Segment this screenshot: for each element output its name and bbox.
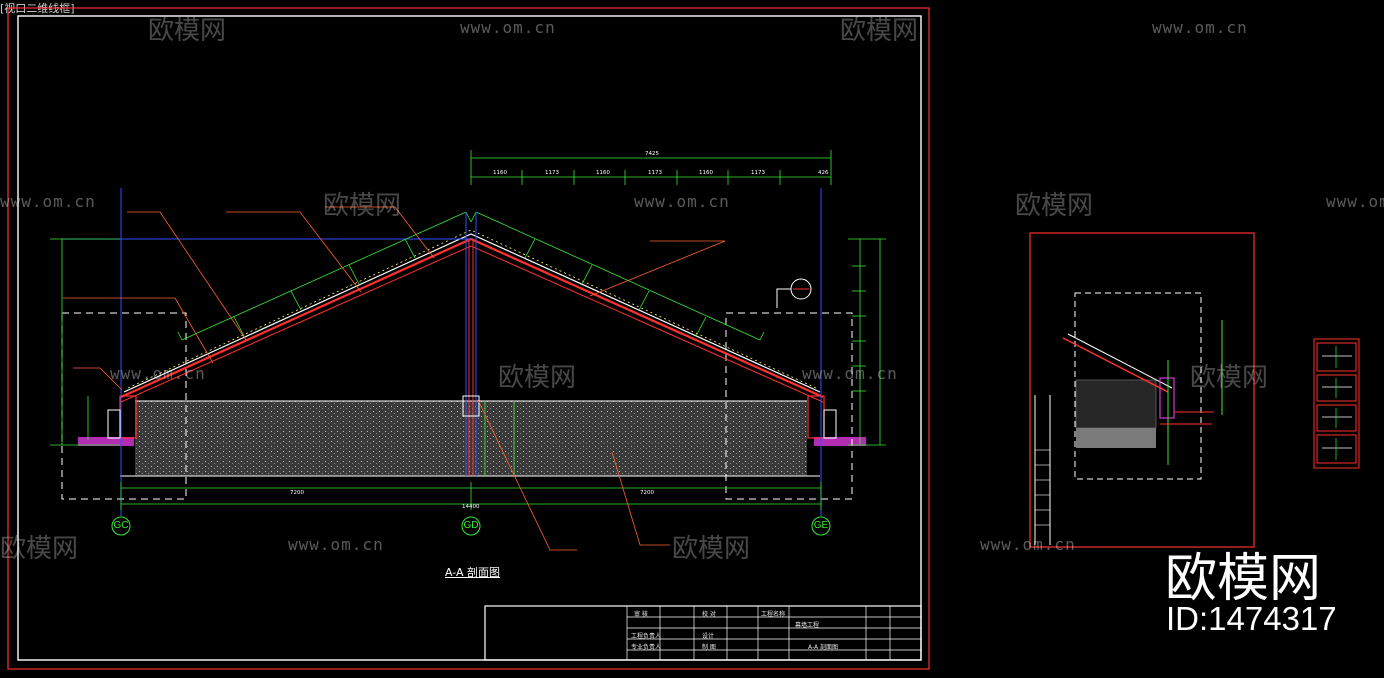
- section-title: A-A 剖面图: [445, 566, 501, 579]
- title-block-cell: 设计: [702, 633, 715, 640]
- grid-axis-label: GD: [463, 520, 479, 531]
- watermark-logo: 欧模网: [672, 534, 751, 564]
- title-block-cell: 专业负责人: [631, 644, 662, 651]
- watermark-logo: 欧模网: [148, 16, 227, 46]
- grid-axis-circle: [111, 516, 131, 536]
- top-dim-segment: 1160: [493, 170, 507, 176]
- title-block-cell: 审 核: [634, 611, 648, 618]
- title-block-cell: 工程负责人: [631, 633, 662, 640]
- title-block-cell: 校 对: [702, 611, 716, 618]
- top-dim-segment: 1160: [699, 170, 713, 176]
- watermark-url: www.om.cn: [0, 192, 96, 211]
- title-block-cell: A-A 剖面图: [808, 644, 839, 651]
- watermark-url: www.om.cn: [634, 192, 730, 211]
- watermark-logo: 欧模网: [840, 16, 919, 46]
- dim-total-width: 14400: [462, 504, 480, 510]
- top-dim-segment: 426: [818, 170, 829, 176]
- grid-axis-label: GC: [113, 520, 129, 531]
- watermark-logo: 欧模网: [0, 534, 79, 564]
- title-block-cell: 制 图: [702, 644, 716, 651]
- brand-id: ID:1474317: [1166, 600, 1337, 637]
- roof-glass-line: [123, 233, 821, 393]
- thumbnail-strip: [1313, 338, 1360, 469]
- detail-callout-left: [61, 312, 187, 500]
- detail-fill: [1076, 428, 1156, 448]
- dim-right-span: 7200: [640, 490, 654, 496]
- top-dim-segment: 1173: [751, 170, 765, 176]
- watermark-logo: 欧模网: [323, 191, 402, 221]
- watermark-url: www.om.cn: [980, 535, 1076, 554]
- grid-axis-circle: [461, 516, 481, 536]
- top-dim-segment: 1173: [648, 170, 662, 176]
- title-block: [484, 605, 922, 661]
- top-dim-segment: 1173: [545, 170, 559, 176]
- watermark-url: www.om.cn: [288, 535, 384, 554]
- watermark-url: www.om.cn: [110, 364, 206, 383]
- watermark-logo: 欧模网: [1190, 363, 1269, 393]
- detail-dashed-box: [1074, 292, 1202, 480]
- detail-hatch: [1075, 379, 1157, 429]
- sheet-outer-frame: [7, 7, 930, 670]
- detail-sheet-frame: [1029, 232, 1255, 548]
- title-block-cell: 幕墙工程: [795, 622, 820, 629]
- watermark-logo: 欧模网: [498, 363, 577, 393]
- top-dim-total: 7425: [645, 151, 659, 157]
- brand-logo-text: 欧模网: [1165, 549, 1322, 609]
- title-block-cell: 工程名称: [761, 611, 786, 618]
- sheet-inner-frame: [17, 15, 922, 661]
- watermark-url: www.om.cn: [460, 18, 556, 37]
- grid-axis-circle: [811, 516, 831, 536]
- grid-axis-label: GE: [813, 520, 829, 531]
- bottom-dimension-texts: 7200 7200 14400: [290, 490, 654, 510]
- watermark-url: www.om.cn: [802, 364, 898, 383]
- top-dimension-texts: 7425 1160 1173 1160 1173 1160 1173 426: [493, 151, 829, 176]
- watermark-url: www.om.cn: [1152, 18, 1248, 37]
- watermark-url: www.om.cn: [1326, 192, 1384, 211]
- watermark-logo: 欧模网: [1015, 191, 1094, 221]
- top-dim-segment: 1160: [596, 170, 610, 176]
- dim-left-span: 7200: [290, 490, 304, 496]
- roof-outline: [120, 237, 824, 399]
- detail-callout-right: [725, 312, 853, 500]
